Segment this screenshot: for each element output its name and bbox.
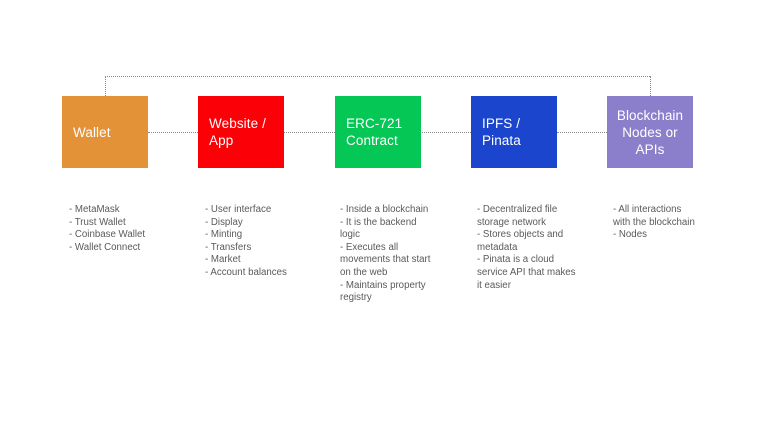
notes-website-app: - User interface - Display - Minting - T… <box>205 204 287 278</box>
stage-box-erc-721-contract[interactable]: ERC-721 Contract <box>335 96 421 168</box>
notes-erc-721-contract: - Inside a blockchain - It is the backen… <box>340 204 431 304</box>
connector-wallet-riser <box>105 76 106 96</box>
connector-ipfs-to-blockchain <box>557 132 607 133</box>
stage-box-wallet[interactable]: Wallet <box>62 96 148 168</box>
stage-label-ipfs-pinata: IPFS / Pinata <box>482 116 521 148</box>
connector-wallet-to-website <box>148 132 198 133</box>
connector-top-horizontal <box>105 76 650 77</box>
notes-wallet: - MetaMask - Trust Wallet - Coinbase Wal… <box>69 204 146 253</box>
connector-blockchain-riser <box>650 76 651 96</box>
connector-website-to-contract <box>283 132 335 133</box>
stage-box-ipfs-pinata[interactable]: IPFS / Pinata <box>471 96 557 168</box>
notes-blockchain-nodes-apis: - All interactions with the blockchain -… <box>613 204 695 241</box>
stage-label-erc-721-contract: ERC-721 Contract <box>346 116 403 148</box>
stage-label-wallet: Wallet <box>73 124 111 140</box>
stage-label-blockchain-nodes-apis: Blockchain Nodes or APIs <box>616 107 684 157</box>
stage-box-blockchain-nodes-apis[interactable]: Blockchain Nodes or APIs <box>607 96 693 168</box>
notes-ipfs-pinata: - Decentralized file storage network - S… <box>477 204 576 291</box>
connector-contract-to-ipfs <box>420 132 471 133</box>
stage-box-website-app[interactable]: Website / App <box>198 96 284 168</box>
stage-label-website-app: Website / App <box>209 116 266 148</box>
